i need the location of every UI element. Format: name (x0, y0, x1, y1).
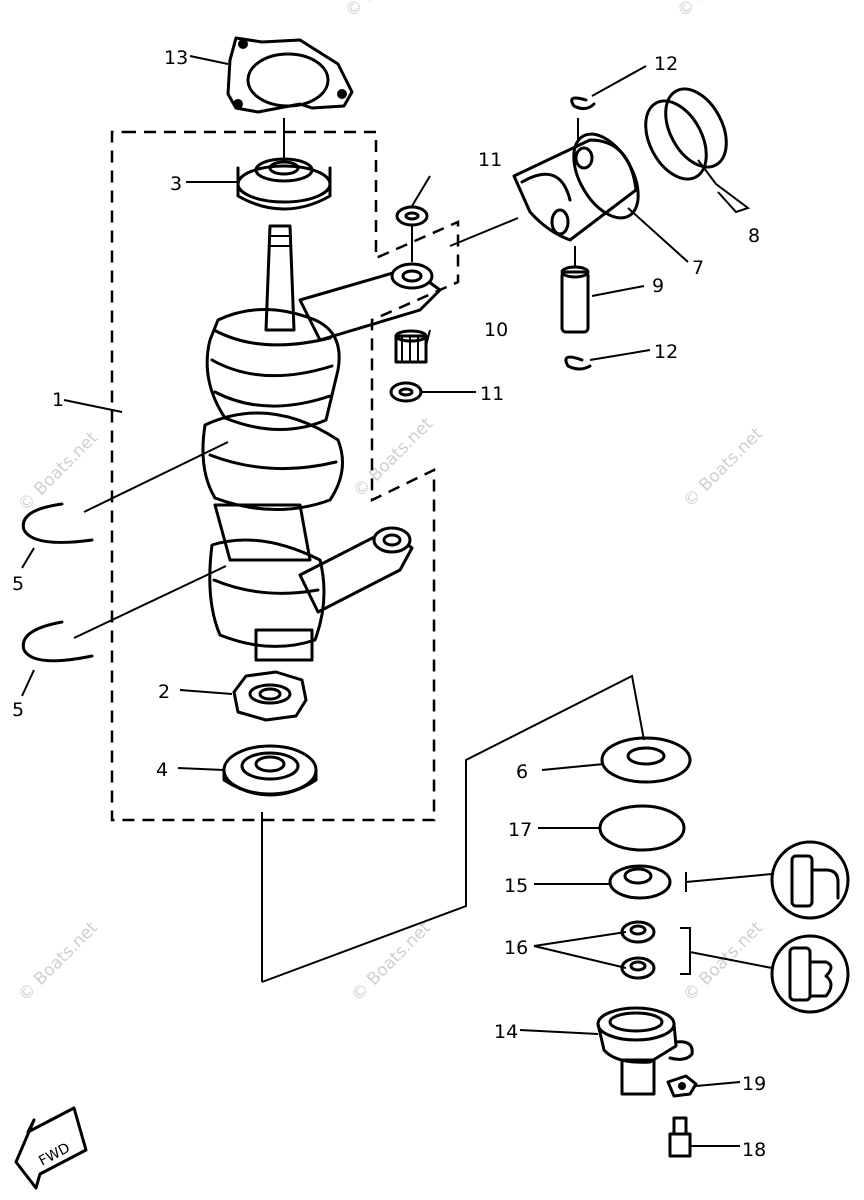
part-15-seal (608, 864, 672, 900)
part-4-bearing (222, 744, 318, 982)
label-12-lower: 12 (654, 341, 678, 363)
part-3-bearing (236, 118, 332, 211)
part-17-oring (598, 804, 686, 852)
label-16: 16 (504, 937, 528, 959)
part-12-clip-upper (570, 96, 596, 142)
part-19-nut (666, 1074, 698, 1098)
label-12-upper: 12 (654, 53, 678, 75)
label-2: 2 (158, 681, 170, 703)
label-18: 18 (742, 1139, 766, 1161)
part-2-seal (232, 670, 308, 722)
part-6-washer (600, 736, 692, 784)
label-3: 3 (170, 173, 182, 195)
part-16-seal-upper (620, 920, 656, 944)
watermark: © Boats.net (673, 0, 761, 22)
watermark: © Boats.net (679, 918, 767, 1006)
label-13: 13 (164, 47, 188, 69)
part-7-piston (449, 132, 640, 247)
label-6: 6 (516, 761, 528, 783)
label-4: 4 (156, 759, 168, 781)
label-11-upper: 11 (478, 149, 502, 171)
label-14: 14 (494, 1021, 518, 1043)
part-12-clip-lower (564, 355, 592, 371)
label-11-lower: 11 (480, 383, 504, 405)
part-8-rings (644, 87, 728, 181)
part-1-crankshaft (201, 224, 442, 662)
label-17: 17 (508, 819, 532, 841)
label-1: 1 (52, 389, 64, 411)
fwd-arrow: FWD (14, 1106, 88, 1190)
part-5-clip-lower (21, 620, 94, 663)
watermark: © Boats.net (14, 918, 102, 1006)
label-10: 10 (484, 319, 508, 341)
label-7: 7 (692, 257, 704, 279)
part-9-piston-pin (560, 246, 590, 334)
label-8: 8 (748, 225, 760, 247)
part-5-clip-upper (21, 502, 94, 544)
watermark: © Boats.net (341, 0, 429, 22)
label-15: 15 (504, 875, 528, 897)
part-18-bolt (668, 1116, 692, 1158)
label-9: 9 (652, 275, 664, 297)
label-19: 19 (742, 1073, 766, 1095)
watermark: © Boats.net (679, 424, 767, 512)
part-11-washer-lower (389, 381, 423, 403)
watermark: © Boats.net (14, 428, 102, 516)
watermarks: © Boats.net © Boats.net © Boats.net © Bo… (14, 0, 767, 1006)
part-labels: 13 3 1 5 5 2 4 11 10 11 12 12 9 7 8 6 17… (12, 47, 766, 1161)
watermark: © Boats.net (347, 918, 435, 1006)
leader-lines (21, 55, 751, 1147)
part-13-gasket (226, 36, 354, 114)
detail-callouts (680, 840, 850, 1014)
part-11-washer-upper (395, 205, 429, 262)
part-10-needle-bearing (394, 329, 428, 364)
part-16-seal-lower (620, 956, 656, 980)
label-5-upper: 5 (12, 573, 24, 595)
assembly-boundary (110, 130, 460, 822)
label-5-lower: 5 (12, 699, 24, 721)
part-14-housing (596, 1006, 694, 1096)
